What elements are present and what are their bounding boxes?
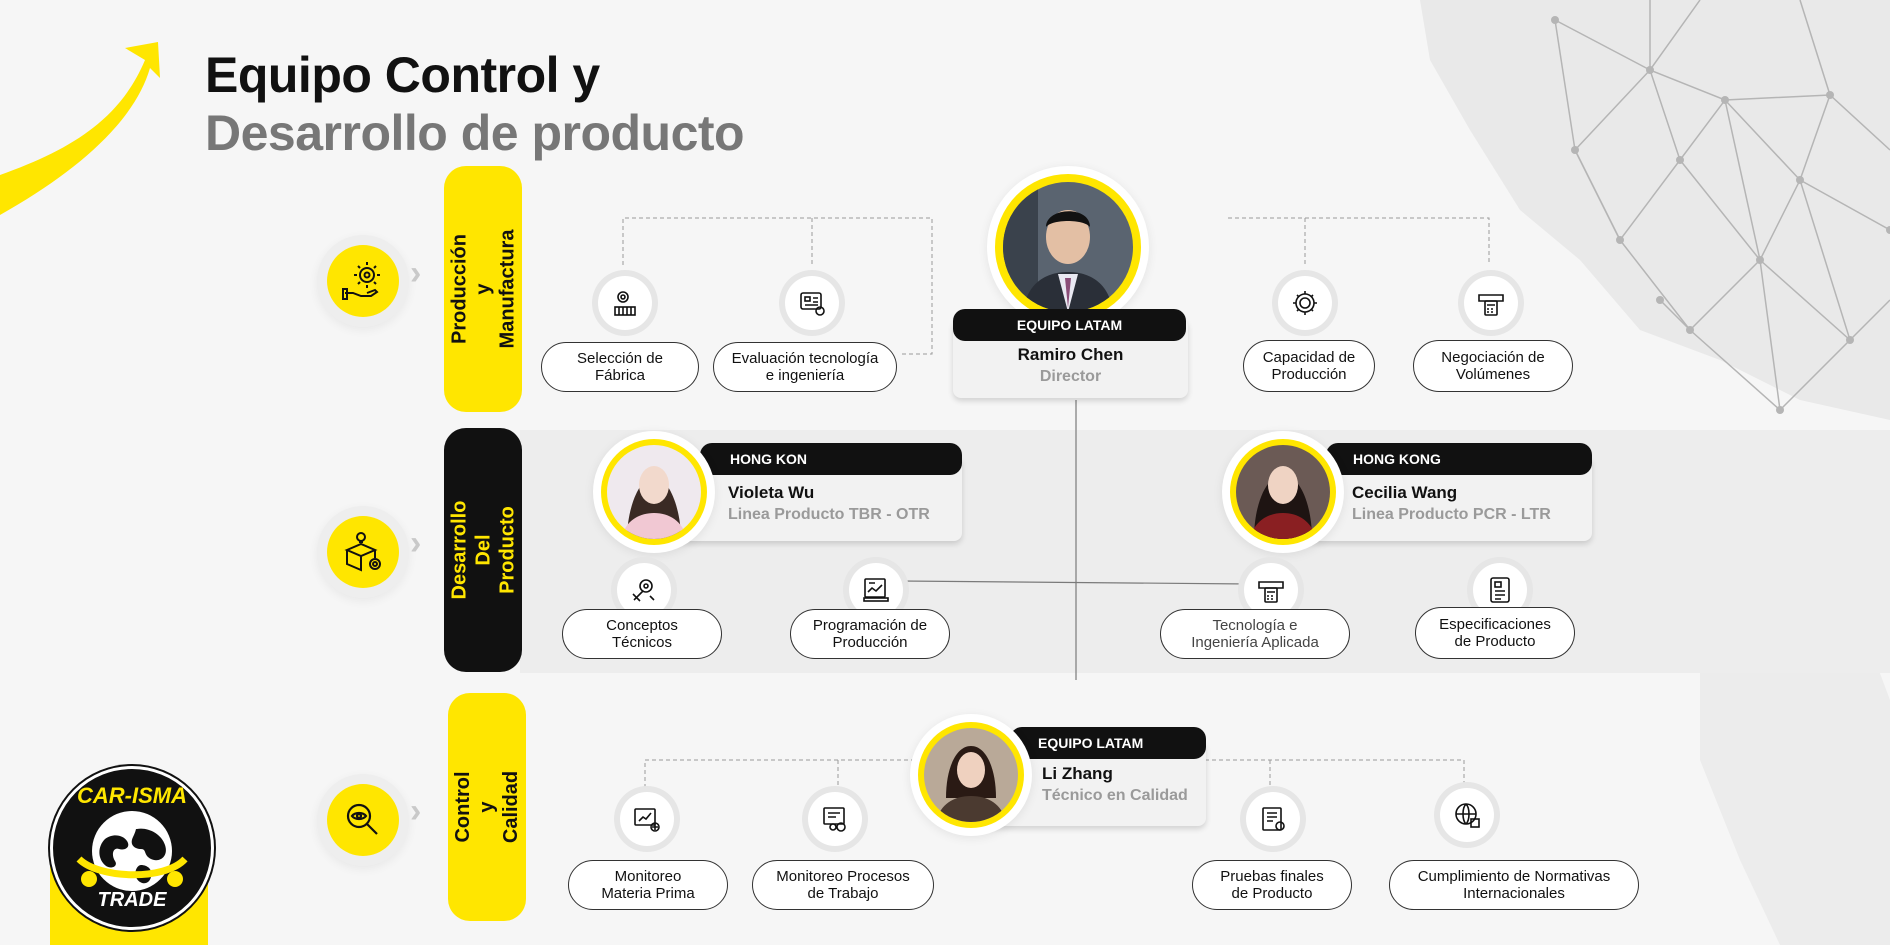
director-avatar xyxy=(995,174,1141,320)
magnifier-eye-icon xyxy=(327,784,399,856)
node-materia-label: Monitoreo Materia Prima xyxy=(568,860,728,910)
title-line-2: Desarrollo de producto xyxy=(205,105,745,161)
section-production-label: Producción y Manufactura xyxy=(448,229,518,349)
gear-hand-icon xyxy=(327,245,399,317)
node-programacion-label: Programación de Producción xyxy=(790,609,950,659)
lizhang-avatar xyxy=(918,722,1024,828)
page-title: Equipo Control y Desarrollo de producto xyxy=(205,46,745,162)
lizhang-name: Li Zhang xyxy=(1042,764,1113,783)
title-line-1: Equipo Control y xyxy=(205,47,600,103)
node-pruebas-label: Pruebas finales de Producto xyxy=(1192,860,1352,910)
director-tag-label: EQUIPO LATAM xyxy=(1016,317,1123,333)
negotiation-calculator-icon xyxy=(1464,276,1518,330)
violeta-role: Linea Producto TBR - OTR xyxy=(728,506,930,523)
section-production-pill: Producción y Manufactura xyxy=(444,166,522,412)
technical-tools-icon xyxy=(617,563,671,617)
node-capacidad-label: Capacidad de Producción xyxy=(1243,340,1375,392)
logo-bottom-text: TRADE xyxy=(97,889,167,911)
violeta-name: Violeta Wu xyxy=(728,483,815,502)
tech-evaluation-icon xyxy=(785,276,839,330)
section-quality-label: Control y Calidad xyxy=(452,770,522,844)
director-tag: EQUIPO LATAM xyxy=(953,309,1186,341)
section-development-label: Desarrollo Del Producto xyxy=(448,500,518,600)
chevron-right-icon: › xyxy=(410,254,422,292)
section-development-pill: Desarrollo Del Producto xyxy=(444,428,522,672)
factory-gear-icon xyxy=(598,276,652,330)
node-tecnologia-label: Tecnología e Ingeniería Aplicada xyxy=(1160,609,1350,659)
node-negociacion-label: Negociación de Volúmenes xyxy=(1413,340,1573,392)
cecilia-tag: HONG KONG xyxy=(1326,443,1592,475)
node-conceptos-label: Conceptos Técnicos xyxy=(562,609,722,659)
node-cumplimiento-label: Cumplimiento de Normativas Internacional… xyxy=(1389,860,1639,910)
director-role: Director xyxy=(1039,368,1102,385)
node-evaluacion-label: Evaluación tecnología e ingeniería xyxy=(713,342,897,392)
logo-top-text: CAR-ISMA xyxy=(77,783,187,808)
chevron-right-icon: › xyxy=(410,524,422,562)
section-quality-pill: Control y Calidad xyxy=(448,693,526,921)
lizhang-role: Técnico en Calidad xyxy=(1042,787,1188,804)
violeta-avatar xyxy=(601,439,707,545)
final-tests-icon xyxy=(1246,792,1300,846)
cecilia-tag-label: HONG KONG xyxy=(1353,451,1441,467)
chevron-right-icon: › xyxy=(410,792,422,830)
node-seleccion-label: Selección de Fábrica xyxy=(541,342,699,392)
cecilia-avatar xyxy=(1230,439,1336,545)
production-schedule-icon xyxy=(849,563,903,617)
node-especificaciones-label: Especificaciones de Producto xyxy=(1415,607,1575,659)
cecilia-name: Cecilia Wang xyxy=(1352,483,1458,502)
capacity-gear-icon xyxy=(1278,276,1332,330)
lizhang-tag: EQUIPO LATAM xyxy=(1010,727,1206,759)
lizhang-tag-label: EQUIPO LATAM xyxy=(1038,735,1144,751)
cecilia-role: Linea Producto PCR - LTR xyxy=(1352,506,1551,523)
violeta-tag-label: HONG KON xyxy=(730,451,807,467)
box-idea-icon xyxy=(327,516,399,588)
globe-compliance-icon xyxy=(1440,788,1494,842)
violeta-tag: HONG KON xyxy=(700,443,962,475)
applied-engineering-icon xyxy=(1244,563,1298,617)
director-name: Ramiro Chen xyxy=(1017,345,1124,364)
company-logo: CAR-ISMA TRADE xyxy=(50,766,214,930)
work-process-monitor-icon xyxy=(808,792,862,846)
node-procesos-label: Monitoreo Procesos de Trabajo xyxy=(752,860,934,910)
raw-material-monitor-icon xyxy=(620,792,674,846)
